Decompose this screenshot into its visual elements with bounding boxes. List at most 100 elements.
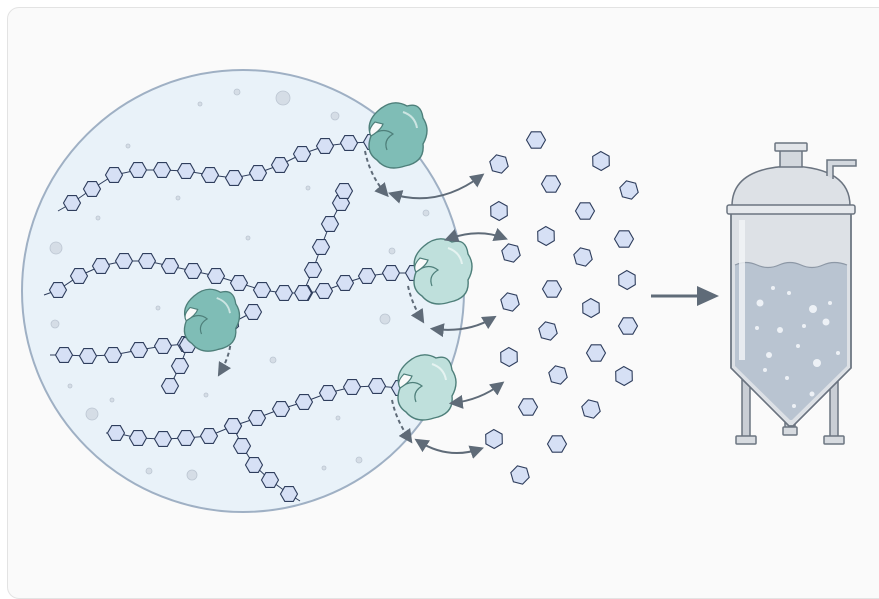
hexagon-monomer-icon — [292, 146, 312, 162]
particle — [95, 215, 101, 221]
hexagon-monomer-icon — [170, 358, 190, 374]
particle — [85, 407, 99, 421]
hexagon-monomer-icon — [314, 283, 334, 299]
hexagon-monomer-icon — [294, 394, 314, 410]
particle — [175, 195, 181, 201]
particle — [203, 392, 209, 398]
hexagon-monomer-icon — [617, 317, 639, 335]
hexagon-monomer-icon — [274, 285, 294, 301]
hexagon-monomer-icon — [342, 379, 362, 395]
release-arrows — [387, 173, 508, 459]
bubble — [771, 286, 775, 290]
hexagon-monomer-icon — [540, 175, 562, 193]
hexagon-monomer-icon — [128, 430, 148, 446]
particle — [155, 305, 161, 311]
hexagon-monomer-icon — [91, 258, 111, 274]
hexagon-monomer-icon — [367, 378, 387, 394]
hexagon-monomer-icon — [247, 410, 267, 426]
bubble — [777, 327, 783, 333]
enzyme-icon — [183, 288, 241, 352]
hexagon-monomer-icon — [537, 225, 555, 247]
hexagon-monomer-icon — [618, 269, 636, 291]
bubble — [756, 299, 764, 307]
hexagon-monomer-icon — [490, 200, 508, 222]
particle — [50, 319, 60, 329]
particle — [355, 456, 363, 464]
hexagon-monomer-icon — [232, 438, 252, 454]
hexagon-monomer-icon — [206, 268, 226, 284]
bubble — [836, 351, 840, 355]
particle — [388, 247, 396, 255]
particle — [186, 469, 198, 481]
hexagon-monomer-icon — [500, 292, 520, 312]
hexagon-monomer-icon — [78, 348, 98, 364]
hexagon-monomer-icon — [243, 304, 263, 320]
hexagon-monomer-icon — [339, 135, 359, 151]
hexagon-monomer-icon — [106, 425, 126, 441]
hexagon-monomer-icon — [104, 167, 124, 183]
hexagon-monomer-icon — [335, 275, 355, 291]
hexagon-monomer-icon — [199, 428, 219, 444]
enzyme-icon — [368, 102, 428, 169]
diagram-frame — [7, 7, 879, 599]
hexagon-monomer-icon — [248, 165, 268, 181]
particle — [305, 185, 311, 191]
hexagon-monomer-icon — [160, 378, 180, 394]
magnified-view — [21, 69, 473, 513]
particle — [49, 241, 63, 255]
hexagon-monomer-icon — [303, 262, 323, 278]
bubble — [796, 344, 800, 348]
particle — [245, 235, 251, 241]
hexagon-monomer-icon — [54, 347, 74, 363]
bubble — [792, 404, 796, 408]
hexagon-monomer-icon — [615, 365, 633, 387]
hexagon-monomer-icon — [489, 154, 509, 174]
hydrolysis-diagram — [21, 69, 857, 513]
hexagon-monomer-icon — [137, 253, 157, 269]
particle — [125, 143, 131, 149]
hexagon-monomer-icon — [517, 398, 539, 416]
enzyme-icon — [413, 238, 473, 305]
hexagon-monomer-icon — [260, 472, 280, 488]
hexagon-monomer-icon — [224, 170, 244, 186]
hexagon-monomer-icon — [548, 365, 568, 385]
particle — [335, 415, 341, 421]
bubble — [828, 301, 832, 305]
hexagon-monomer-icon — [538, 321, 558, 341]
hexagon-monomer-icon — [160, 258, 180, 274]
arrow-right-icon — [651, 286, 719, 306]
bubble — [813, 359, 821, 367]
hexagon-monomer-icon — [315, 138, 335, 154]
hexagon-monomer-icon — [318, 385, 338, 401]
bubble — [787, 291, 791, 295]
enzymes — [183, 102, 473, 421]
hexagon-monomer-icon — [592, 150, 610, 172]
release-arrow — [414, 438, 484, 459]
cleavage-arrow — [391, 399, 413, 444]
release-arrow — [448, 381, 505, 409]
hexagon-monomer-icon — [485, 428, 503, 450]
hexagon-monomer-icon — [546, 435, 568, 453]
hexagon-monomer-icon — [501, 243, 521, 263]
hexagon-monomer-icon — [334, 183, 354, 199]
hexagon-monomer-icon — [176, 163, 196, 179]
particle — [145, 467, 153, 475]
bubble — [822, 318, 830, 326]
hexagon-monomer-icon — [200, 167, 220, 183]
particle — [109, 397, 115, 403]
hexagon-monomer-icon — [585, 344, 607, 362]
hexagon-monomer-icon — [229, 275, 249, 291]
cleavage-arrow — [407, 285, 425, 324]
hexagon-monomer-icon — [613, 230, 635, 248]
release-arrow — [387, 173, 485, 204]
hexagon-monomer-icon — [581, 399, 601, 419]
hexagon-monomer-icon — [279, 486, 299, 502]
bubble — [766, 352, 772, 358]
particle — [67, 383, 73, 389]
bubble — [763, 368, 767, 372]
hexagon-monomer-icon — [293, 285, 313, 301]
cleavage-arrow — [364, 150, 389, 198]
particle — [330, 111, 340, 121]
hexagon-monomer-icon — [153, 338, 173, 354]
hexagon-monomer-icon — [541, 280, 563, 298]
